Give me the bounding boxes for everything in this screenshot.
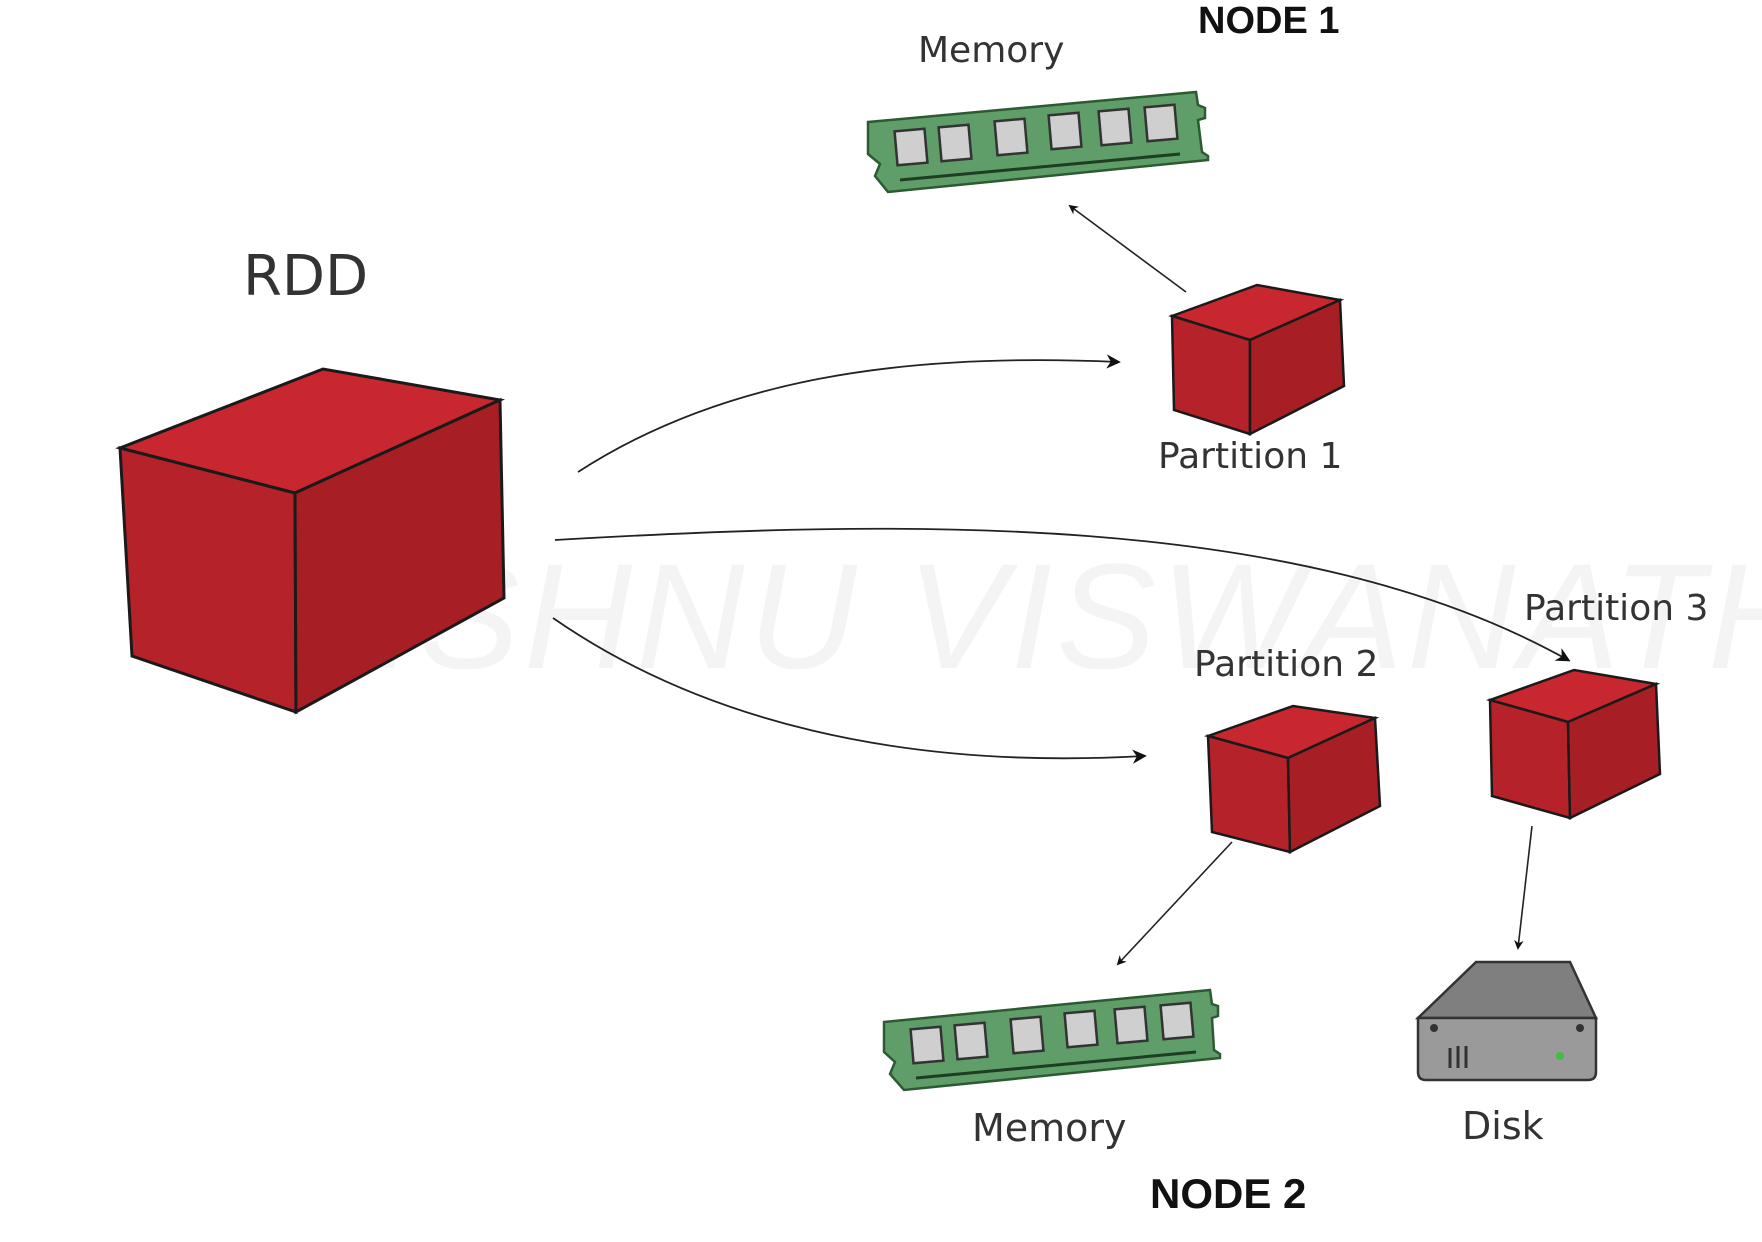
memory-bottom-label: Memory	[972, 1106, 1127, 1150]
partition-2-cube	[1203, 704, 1382, 855]
memory-module-bottom	[882, 988, 1222, 1092]
memory-module-top	[866, 90, 1210, 194]
arrow-partition-3-to-disk	[1514, 825, 1533, 950]
arrow-rdd-to-partition-1	[577, 354, 1121, 473]
partition-2-label: Partition 2	[1194, 644, 1379, 685]
rdd-cube	[115, 367, 506, 715]
watermark: VISHNU VISWANATH.COM	[270, 530, 1762, 703]
arrow-partition-1-to-memory	[1068, 204, 1187, 293]
partition-3-cube	[1485, 668, 1662, 820]
partition-3-label: Partition 3	[1524, 588, 1709, 629]
node-2-label: NODE 2	[1150, 1170, 1307, 1217]
arrow-rdd-to-partition-2	[552, 617, 1147, 764]
partition-1-cube	[1168, 283, 1346, 437]
partition-1-label: Partition 1	[1158, 436, 1343, 477]
arrow-rdd-to-partition-3	[554, 527, 1571, 662]
disk-icon	[1414, 960, 1598, 1082]
node-1-label: NODE 1	[1198, 0, 1340, 42]
rdd-label: RDD	[243, 244, 369, 309]
disk-label: Disk	[1462, 1104, 1544, 1148]
arrow-partition-2-to-memory	[1116, 841, 1233, 966]
memory-top-label: Memory	[918, 30, 1065, 71]
